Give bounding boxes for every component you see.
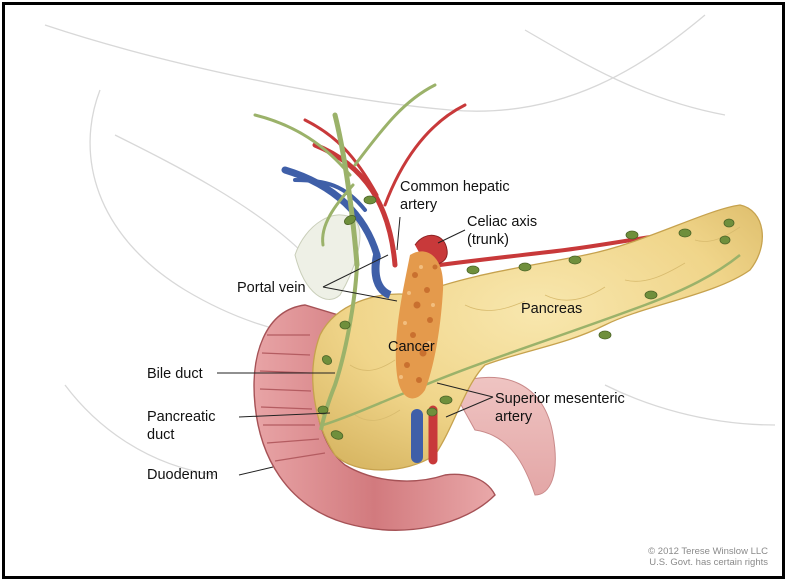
portal-vein bbox=[376, 255, 390, 295]
label-celiac-axis-2: (trunk) bbox=[467, 232, 509, 248]
label-portal-vein: Portal vein bbox=[237, 280, 306, 296]
label-common-hepatic-artery-1: Common hepatic bbox=[400, 179, 510, 195]
label-common-hepatic-artery-2: artery bbox=[400, 197, 438, 213]
copyright-credit: © 2012 Terese Winslow LLC U.S. Govt. has… bbox=[648, 546, 768, 568]
label-celiac-axis-1: Celiac axis bbox=[467, 214, 537, 230]
label-pancreatic-duct-1: Pancreatic bbox=[147, 409, 216, 425]
label-duodenum: Duodenum bbox=[147, 467, 218, 483]
label-superior-mesenteric-artery-2: artery bbox=[495, 409, 533, 425]
label-superior-mesenteric-artery-1: Superior mesenteric bbox=[495, 391, 625, 407]
label-pancreas: Pancreas bbox=[521, 301, 582, 317]
label-bile-duct: Bile duct bbox=[147, 366, 203, 382]
credit-line-1: © 2012 Terese Winslow LLC bbox=[648, 546, 768, 557]
label-pancreatic-duct-2: duct bbox=[147, 427, 174, 443]
credit-line-2: U.S. Govt. has certain rights bbox=[648, 557, 768, 568]
label-cancer: Cancer bbox=[388, 339, 435, 355]
pancreas-anatomy-illustration: Common hepatic artery Celiac axis (trunk… bbox=[5, 5, 782, 576]
